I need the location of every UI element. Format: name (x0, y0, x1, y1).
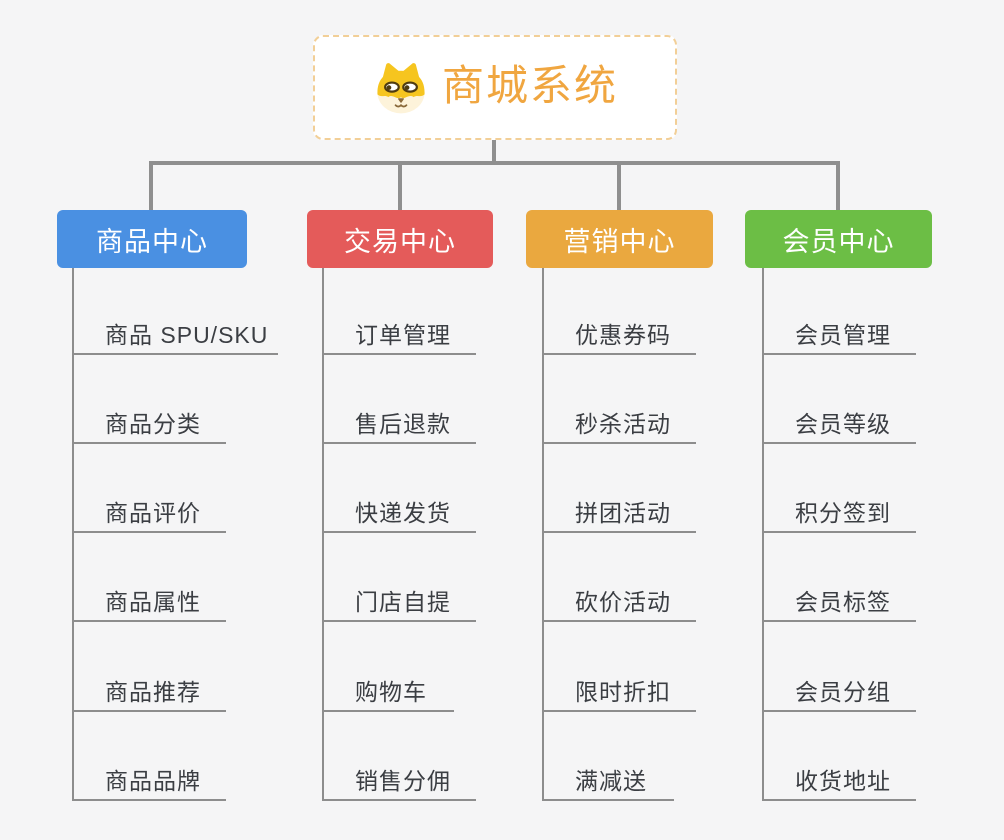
branch-node-trade-center[interactable]: 交易中心 (307, 210, 493, 268)
connector-horizontal-bus (149, 161, 840, 165)
branch-children-product-center: 商品 SPU/SKU 商品分类 商品评价 商品属性 商品推荐 商品品牌 (72, 268, 304, 801)
leaf-node[interactable]: 砍价活动 (544, 580, 696, 622)
leaf-node[interactable]: 秒杀活动 (544, 402, 696, 444)
leaf-node[interactable]: 优惠券码 (544, 313, 696, 355)
leaf-node[interactable]: 会员管理 (764, 313, 916, 355)
connector-drop-branch-3 (617, 161, 621, 210)
leaf-node[interactable]: 订单管理 (324, 313, 476, 355)
leaf-node[interactable]: 门店自提 (324, 580, 476, 622)
leaf-node[interactable]: 商品 SPU/SKU (74, 313, 278, 355)
leaf-node[interactable]: 限时折扣 (544, 670, 696, 712)
branch-children-trade-center: 订单管理 售后退款 快递发货 门店自提 购物车 销售分佣 (322, 268, 554, 801)
shiba-dog-icon (377, 62, 425, 113)
root-node[interactable]: 商城系统 (313, 35, 677, 140)
connector-drop-branch-1 (149, 161, 153, 210)
connector-drop-branch-4 (836, 161, 840, 210)
connector-drop-branch-2 (398, 161, 402, 210)
branch-node-product-center[interactable]: 商品中心 (57, 210, 247, 268)
branch-node-marketing-center[interactable]: 营销中心 (526, 210, 713, 268)
leaf-node[interactable]: 满减送 (544, 759, 674, 801)
leaf-node[interactable]: 商品评价 (74, 491, 226, 533)
branch-node-member-center[interactable]: 会员中心 (745, 210, 932, 268)
leaf-node[interactable]: 商品品牌 (74, 759, 226, 801)
leaf-node[interactable]: 售后退款 (324, 402, 476, 444)
leaf-node[interactable]: 商品属性 (74, 580, 226, 622)
leaf-node[interactable]: 购物车 (324, 670, 454, 712)
leaf-node[interactable]: 拼团活动 (544, 491, 696, 533)
leaf-node[interactable]: 收货地址 (764, 759, 916, 801)
leaf-node[interactable]: 积分签到 (764, 491, 916, 533)
branch-children-member-center: 会员管理 会员等级 积分签到 会员标签 会员分组 收货地址 (762, 268, 994, 801)
leaf-node[interactable]: 会员等级 (764, 402, 916, 444)
connector-root-drop (492, 140, 496, 163)
leaf-node[interactable]: 快递发货 (324, 491, 476, 533)
leaf-node[interactable]: 会员标签 (764, 580, 916, 622)
leaf-node[interactable]: 销售分佣 (324, 759, 476, 801)
root-title: 商城系统 (441, 61, 618, 109)
leaf-node[interactable]: 商品推荐 (74, 670, 226, 712)
branch-children-marketing-center: 优惠券码 秒杀活动 拼团活动 砍价活动 限时折扣 满减送 (542, 268, 774, 801)
leaf-node[interactable]: 商品分类 (74, 402, 226, 444)
leaf-node[interactable]: 会员分组 (764, 670, 916, 712)
